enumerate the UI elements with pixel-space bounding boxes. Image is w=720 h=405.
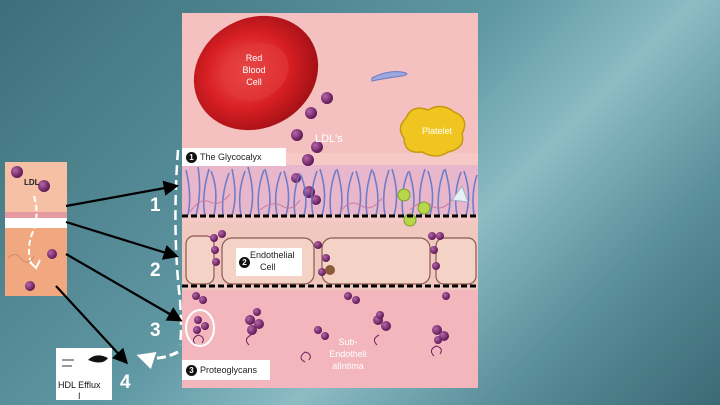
endothelial-cell-label: 2 Endothelial Cell — [236, 248, 302, 276]
red-blood-cell — [193, 15, 319, 131]
hdl-efflux-text: HDL Efflux — [58, 380, 101, 390]
proteoglycans-number-badge: 3 — [186, 365, 197, 376]
step-number-1: 1 — [150, 195, 161, 216]
endothelial-text-line-1: Endothelial — [250, 250, 295, 260]
endothelial-number-badge: 2 — [239, 257, 250, 268]
subendothelial-line-1: Sub- — [338, 337, 358, 347]
step-number-4: 4 — [120, 372, 131, 393]
ldl-particles — [291, 92, 333, 205]
red-blood-cell-label: Red Blood Cell — [230, 52, 278, 88]
glycocalyx-text: The Glycocalyx — [200, 152, 262, 162]
rbc-label-line-1: Red — [245, 53, 263, 63]
platelet — [399, 105, 466, 157]
subendothelial-label: Sub- Endotheli alIntima — [322, 336, 374, 372]
rbc-label-line-2: Blood — [242, 65, 266, 75]
step-number-3: 3 — [150, 320, 161, 341]
connector-arrows — [55, 180, 183, 365]
step-number-2: 2 — [150, 260, 161, 281]
ldl-inset — [5, 162, 67, 296]
fragment — [371, 71, 408, 82]
glycocalyx-fibers-pink — [189, 193, 453, 213]
rbc-label-line-3: Cell — [246, 77, 262, 87]
hdl-particles — [397, 184, 469, 227]
subendothelial-line-2: Endotheli — [329, 349, 367, 359]
hdl-efflux-label: HDL Efflux l — [58, 380, 101, 402]
proteoglycans-text: Proteoglycans — [200, 365, 258, 375]
glycocalyx-fibers — [185, 166, 478, 216]
return-arrow — [136, 350, 179, 370]
vessel-cross-section — [182, 13, 478, 388]
hdl-efflux-tail: l — [78, 391, 81, 401]
ldl-inset-label: LDL — [24, 178, 40, 187]
subendothelial-line-3: alIntima — [332, 361, 364, 371]
platelet-label: Platelet — [422, 126, 453, 136]
endothelial-junction-ldls — [210, 230, 444, 276]
hdl-efflux-inset — [56, 348, 112, 400]
glycocalyx-number-badge: 1 — [186, 152, 197, 163]
ldl-path-arrow — [174, 149, 183, 346]
ldls-label: LDL's — [315, 133, 343, 145]
endothelial-text-line-2: Cell — [260, 262, 276, 272]
proteoglycans — [185, 292, 450, 363]
